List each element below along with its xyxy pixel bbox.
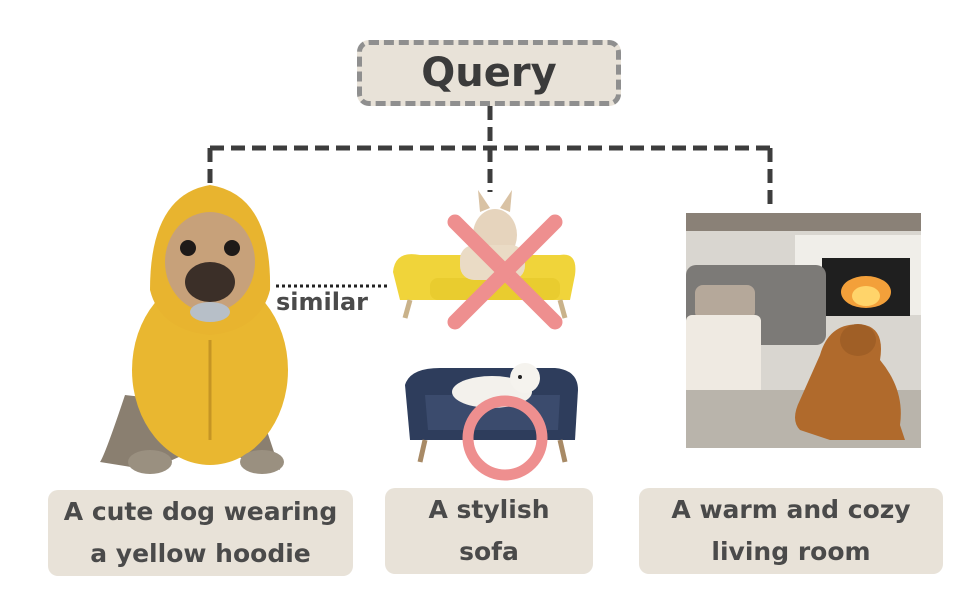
similar-label: similar <box>276 288 369 316</box>
caption-line: A stylish <box>428 495 550 524</box>
caption-line: a yellow hoodie <box>90 539 311 568</box>
navy-sofa-image <box>405 363 578 463</box>
caption-line: A warm and cozy <box>671 495 911 524</box>
query-label: Query <box>421 50 557 96</box>
caption-line: A cute dog wearing <box>63 497 338 526</box>
caption-line: living room <box>711 537 871 566</box>
query-box: Query <box>357 40 621 106</box>
dog-hoodie-image <box>100 185 288 474</box>
caption-stylish-sofa: A stylish sofa <box>385 488 593 574</box>
caption-line: sofa <box>459 537 519 566</box>
living-room-image <box>686 213 921 448</box>
caption-living-room: A warm and cozy living room <box>639 488 943 574</box>
circle-mark <box>462 395 548 481</box>
cross-mark <box>447 214 563 330</box>
caption-dog-hoodie: A cute dog wearing a yellow hoodie <box>48 490 353 576</box>
connector-lines <box>207 106 773 210</box>
